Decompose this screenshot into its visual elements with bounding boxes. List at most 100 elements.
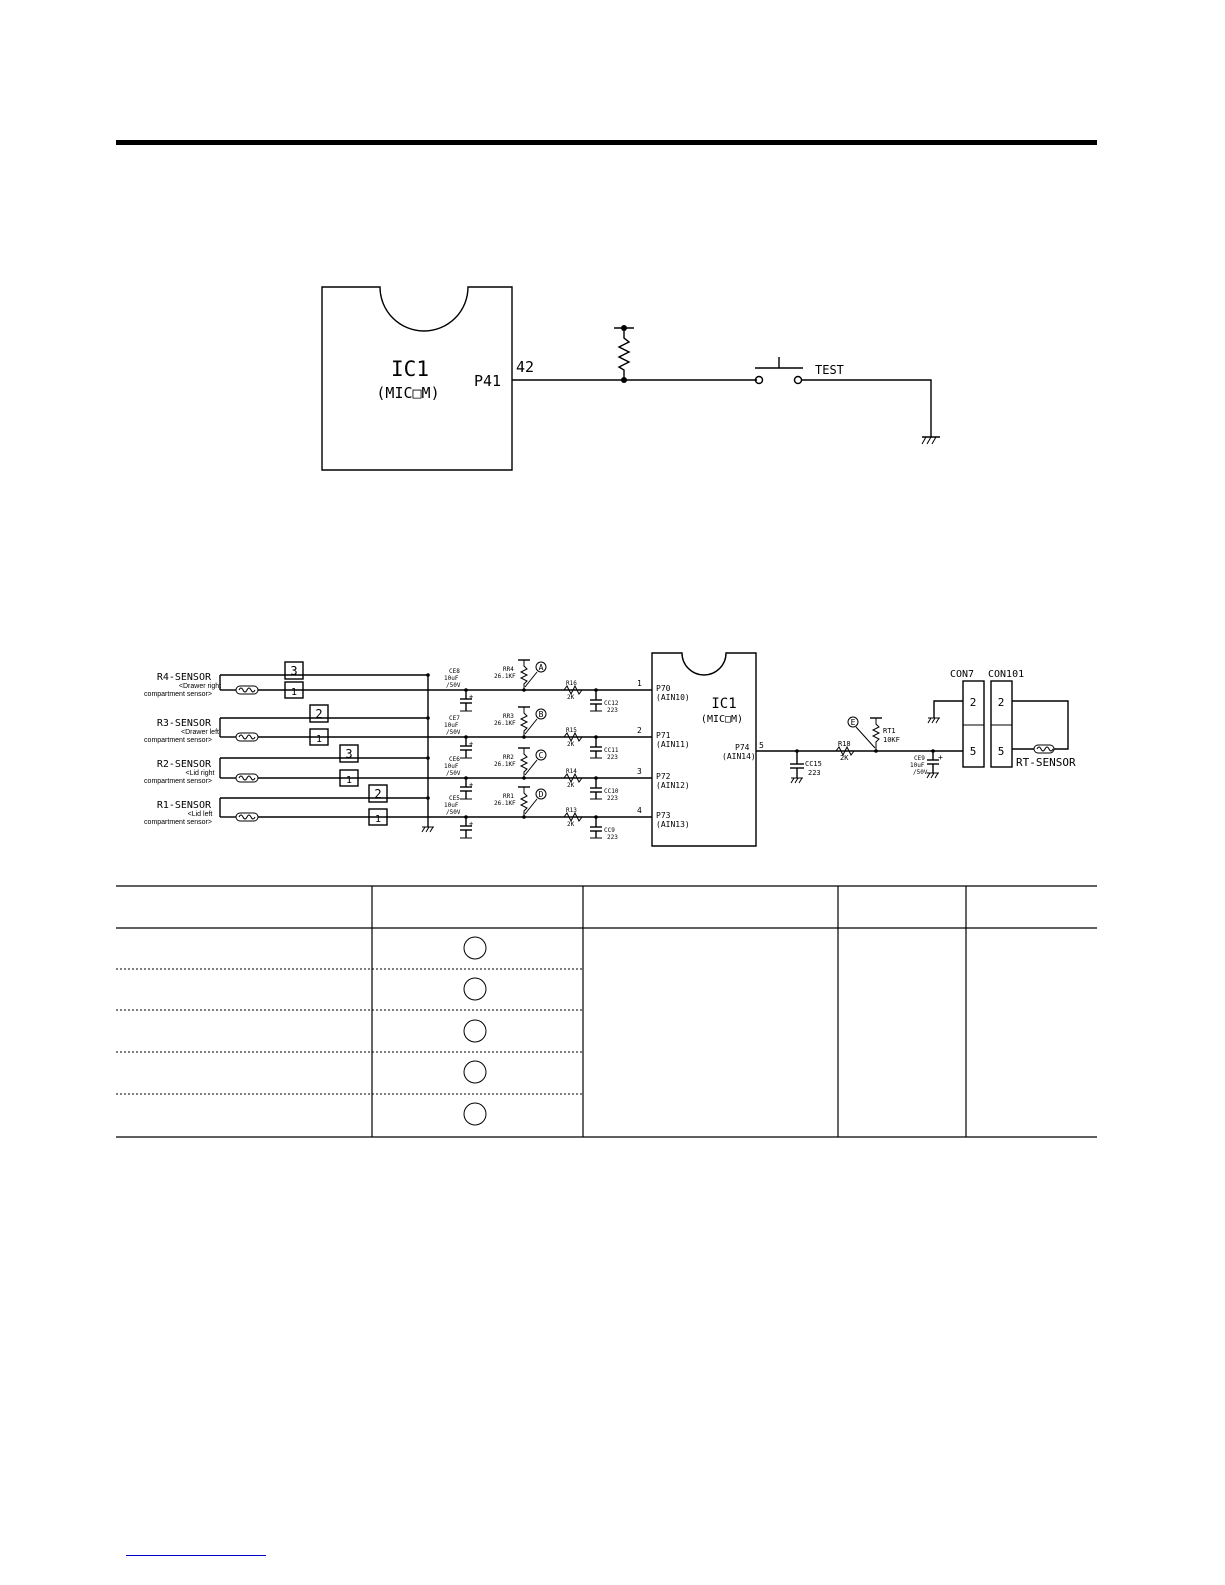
connector-pin-box: [309, 704, 329, 723]
r-label: R13: [566, 807, 577, 814]
ic1-sensor-name: IC1: [711, 696, 736, 712]
ground-bus-junction: [426, 673, 430, 677]
sensor-desc-1: <Lid right: [186, 770, 215, 777]
r-value: 2K: [567, 694, 575, 701]
node-leader: [524, 759, 538, 776]
ic1-test-name: IC1: [391, 357, 429, 381]
sensor-name: R4-SENSOR: [157, 672, 212, 683]
rr-value: 26.1KF: [494, 720, 516, 727]
ic-pin-number: 2: [637, 726, 642, 735]
connector-pin-box: [284, 681, 304, 699]
ic-ain-label: (AIN12): [656, 781, 690, 790]
node-e-marker: [847, 716, 859, 728]
cap-plus: +: [469, 820, 473, 828]
ic-pin-number: 1: [637, 679, 642, 688]
cap-plus: +: [469, 740, 473, 748]
connector-pin-bottom: 1: [316, 734, 322, 745]
rt-sensor-label: RT-SENSOR: [1016, 756, 1076, 769]
rr-resistor: [519, 748, 529, 778]
connector-pin-bottom: 1: [375, 814, 381, 825]
ground-symbol: [927, 717, 940, 724]
p74-ain-label: (AIN14): [722, 752, 756, 761]
cap-value-1: 10uF: [444, 722, 459, 729]
cc15-value: 223: [808, 769, 821, 777]
test-switch-label: TEST: [815, 363, 844, 377]
rr-label: RR2: [503, 754, 514, 761]
test-point-marker: [463, 1060, 487, 1084]
connector-pin-bottom: 1: [346, 775, 352, 786]
ic-port-label: P70: [656, 684, 671, 693]
sensor-desc-2: compartment sensor>: [144, 819, 212, 826]
test-switch-circuit: IC1 (MIC□M) P41 42 TEST: [321, 286, 940, 471]
cc-value: 223: [607, 707, 618, 714]
cap-label: CE6: [449, 756, 460, 763]
table-row: [463, 1019, 487, 1043]
channel-2: +CE710uF/50VRR326.1KFBR152KCC112232P71(A…: [444, 706, 690, 761]
node-label: D: [539, 790, 544, 799]
con101-pin-5: 5: [998, 745, 1005, 758]
table-row: [463, 1102, 487, 1126]
connector-pin-box: [284, 661, 304, 680]
cap-plus: +: [469, 781, 473, 789]
ground-symbol: [921, 436, 940, 445]
node-e-label: E: [851, 718, 856, 727]
cap-value-2: /50V: [446, 809, 461, 816]
node-marker: [535, 661, 547, 673]
switch-contact-left: [754, 375, 764, 385]
ic-ain-label: (AIN13): [656, 820, 690, 829]
rr-label: RR1: [503, 793, 514, 800]
cc-value: 223: [607, 754, 618, 761]
ground-bus-junction: [426, 716, 430, 720]
footer-link-underline[interactable]: [126, 1555, 266, 1556]
rr-junction: [522, 815, 526, 819]
con7-pin2-wire: [933, 700, 963, 718]
sensor-desc-2: compartment sensor>: [144, 778, 212, 785]
ground-bus-junction: [426, 796, 430, 800]
r18-value: 2K: [840, 754, 849, 762]
channel-4: +CE510uF/50VRR126.1KFDR132KCC92234P73(AI…: [444, 786, 690, 841]
sensor-desc-2: compartment sensor>: [144, 691, 212, 698]
ce9-plus: +: [938, 753, 943, 762]
ic1-test-sub: (MIC□M): [376, 384, 439, 402]
ic-ain-label: (AIN10): [656, 693, 690, 702]
connector-pin-box: [309, 728, 329, 746]
ic1-sensor-sub: (MIC□M): [701, 714, 743, 725]
node-marker: [535, 708, 547, 720]
test-point-marker: [463, 1102, 487, 1126]
ic-pin-number: 4: [637, 806, 642, 815]
table-row: [463, 1060, 487, 1084]
ce9-label: CE9: [914, 755, 925, 762]
node-leader: [524, 671, 538, 688]
cap-value-2: /50V: [446, 729, 461, 736]
con7-pin-5: 5: [970, 745, 977, 758]
rt-thermistor-wave: [1036, 746, 1054, 752]
ce9-value2: /50V: [913, 769, 928, 776]
r-resistor: [563, 772, 583, 784]
cc-label: CC10: [604, 788, 619, 795]
r-label: R14: [566, 768, 577, 775]
r18-resistor: [835, 745, 855, 757]
node-marker: [535, 788, 547, 800]
ic1-test-pin-name: P41: [474, 372, 501, 390]
cc-label: CC9: [604, 827, 615, 834]
cc-value: 223: [607, 795, 618, 802]
node-leader: [524, 718, 538, 735]
connector-pin-bottom: 1: [291, 687, 297, 698]
sensor-name: R1-SENSOR: [157, 800, 212, 811]
ground-symbol: [790, 777, 803, 784]
ic-port-label: P71: [656, 731, 671, 740]
rt1-label: RT1: [883, 727, 896, 735]
rt1-resistor: [871, 718, 881, 751]
ground-bus-junction: [426, 756, 430, 760]
table-row: [463, 936, 487, 960]
connector-pin-top: 3: [290, 664, 297, 678]
con7-label: CON7: [950, 669, 974, 680]
r-value: 2K: [567, 821, 575, 828]
pullup-resistor: [617, 328, 631, 380]
rt-thermistor: [1033, 744, 1055, 754]
connector-pin-box: [368, 784, 388, 803]
